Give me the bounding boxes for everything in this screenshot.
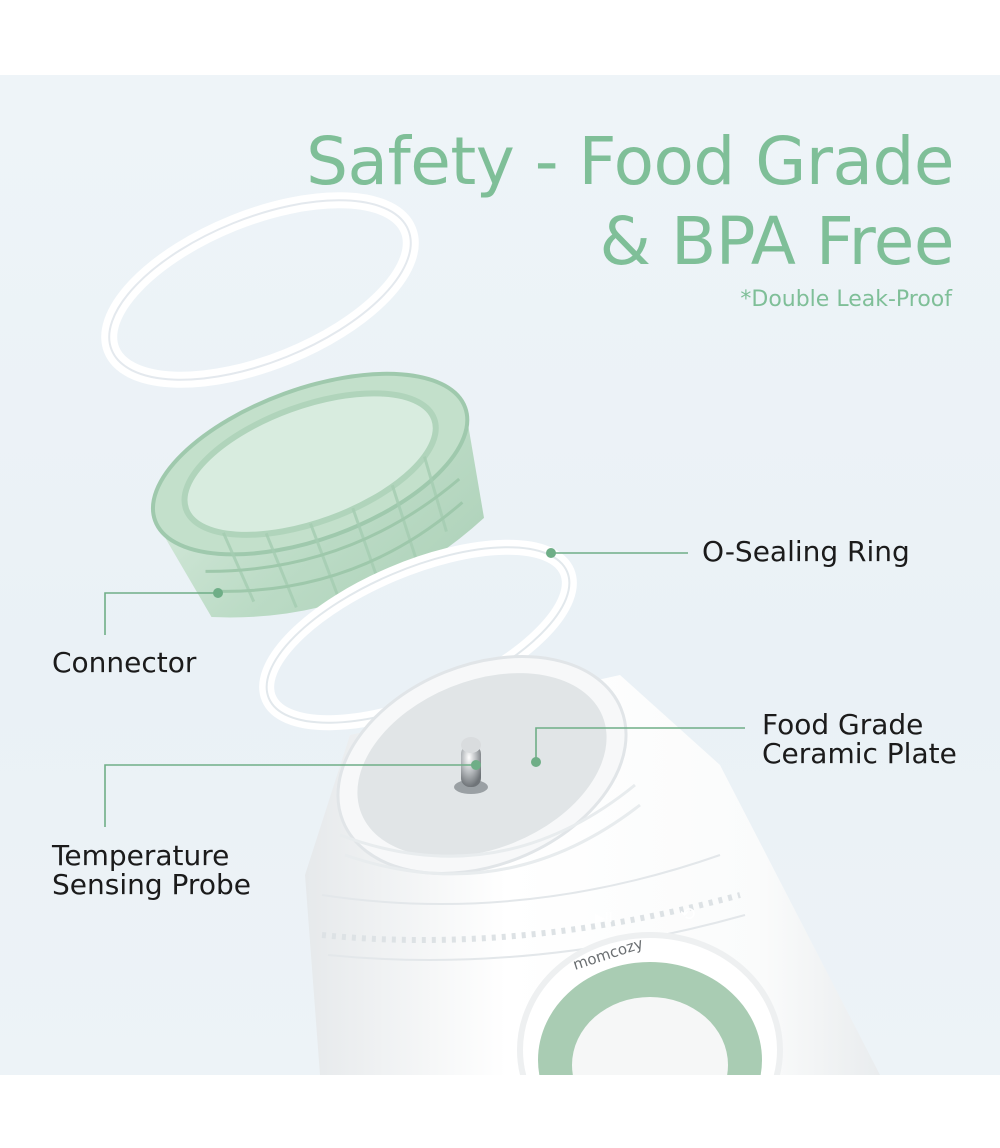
- ceramic-label-line-1: Food Grade: [762, 708, 924, 741]
- probe-label-line-1: Temperature: [52, 839, 230, 872]
- ceramic-label-line-2: Ceramic Plate: [762, 737, 957, 770]
- refresh-icon: ⟲: [680, 904, 695, 925]
- o-ring-label: O-Sealing Ring: [702, 535, 910, 568]
- probe-label-line-2: Sensing Probe: [52, 868, 251, 901]
- warmer-body: ▶II ⟲ momcozy: [305, 655, 880, 1075]
- callout-dots: [213, 548, 556, 770]
- product-illustration: ▶II ⟲ momcozy: [101, 192, 880, 1075]
- probe-label: Temperature Sensing Probe: [52, 841, 251, 899]
- connector-label: Connector: [52, 646, 197, 679]
- headline-line-2: & BPA Free: [599, 203, 955, 280]
- ceramic-plate-label: Food Grade Ceramic Plate: [762, 710, 957, 768]
- subtitle: *Double Leak-Proof: [740, 287, 952, 312]
- top-sealing-ring: [101, 192, 419, 388]
- temperature-probe: [454, 737, 488, 794]
- callout-lines: [104, 552, 745, 827]
- product-panel: ▶II ⟲ momcozy Safety - Food Grade & BPA …: [0, 75, 1000, 1075]
- play-pause-icon: ▶II: [595, 911, 613, 926]
- headline-line-1: Safety - Food Grade: [306, 123, 954, 200]
